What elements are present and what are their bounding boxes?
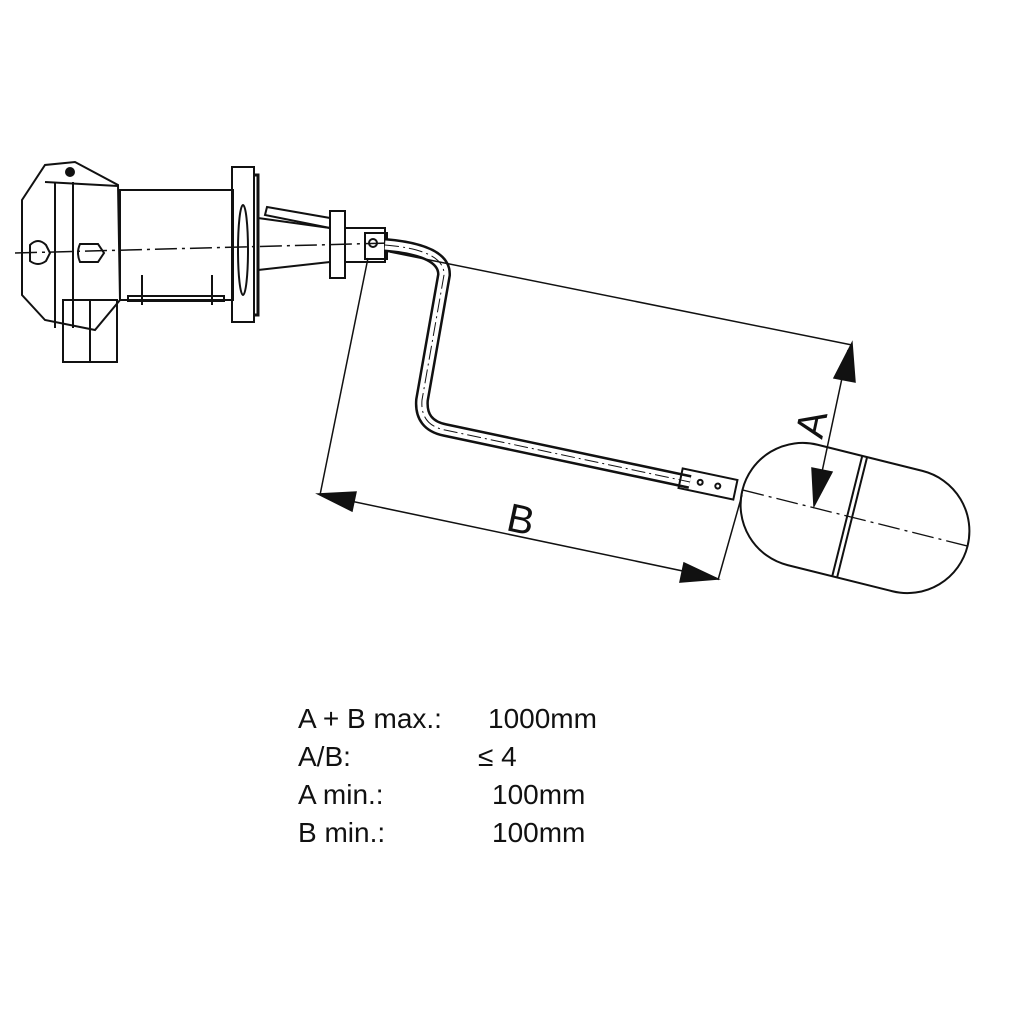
spec-label: A min.: (298, 779, 384, 810)
dimension-b: B (315, 257, 743, 583)
spec-value: 100mm (492, 779, 586, 810)
spec-label: A/B: (298, 741, 351, 772)
float-rod (384, 238, 739, 501)
dimension-label-b: B (503, 496, 538, 545)
flange (231, 166, 260, 323)
float-ball (739, 441, 971, 595)
center-line (14, 242, 391, 254)
dimension-label-a: A (788, 406, 837, 442)
housing-body (119, 189, 234, 305)
spec-value: 1000mm (488, 703, 597, 734)
spec-label: B min.: (298, 817, 386, 848)
sleeve (257, 205, 388, 279)
spec-value: ≤ 4 (478, 741, 517, 772)
spec-value: 100mm (492, 817, 586, 848)
switch-head (21, 160, 122, 363)
spec-label: A + B max.: (298, 703, 442, 734)
